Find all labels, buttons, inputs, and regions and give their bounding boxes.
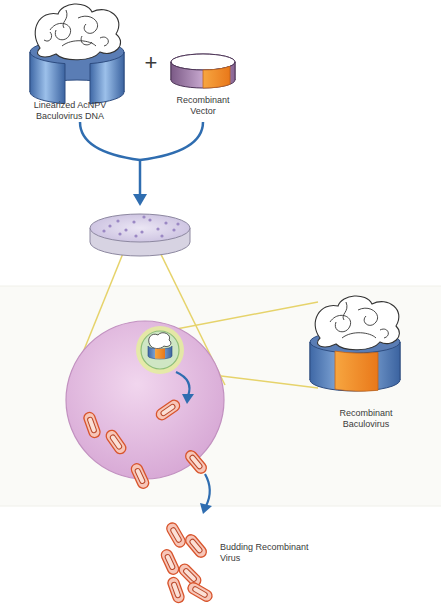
component-label: Budding Recombinant Virus <box>220 542 310 564</box>
linear-dna-icon <box>30 4 124 104</box>
component-label: Recombinant Baculovirus <box>320 408 412 430</box>
plus-sign: + <box>140 50 162 76</box>
recombinant-baculovirus-icon <box>310 296 400 391</box>
component-label: Recombinant Vector <box>168 95 238 117</box>
petri-dish <box>90 214 190 256</box>
component-label: Linearized AcNPV Baculovirus DNA <box>18 100 122 122</box>
vector-ring-icon <box>171 54 235 88</box>
budding-viruses <box>160 521 214 604</box>
insect-cell <box>66 321 224 514</box>
merge-arrow <box>80 122 203 206</box>
